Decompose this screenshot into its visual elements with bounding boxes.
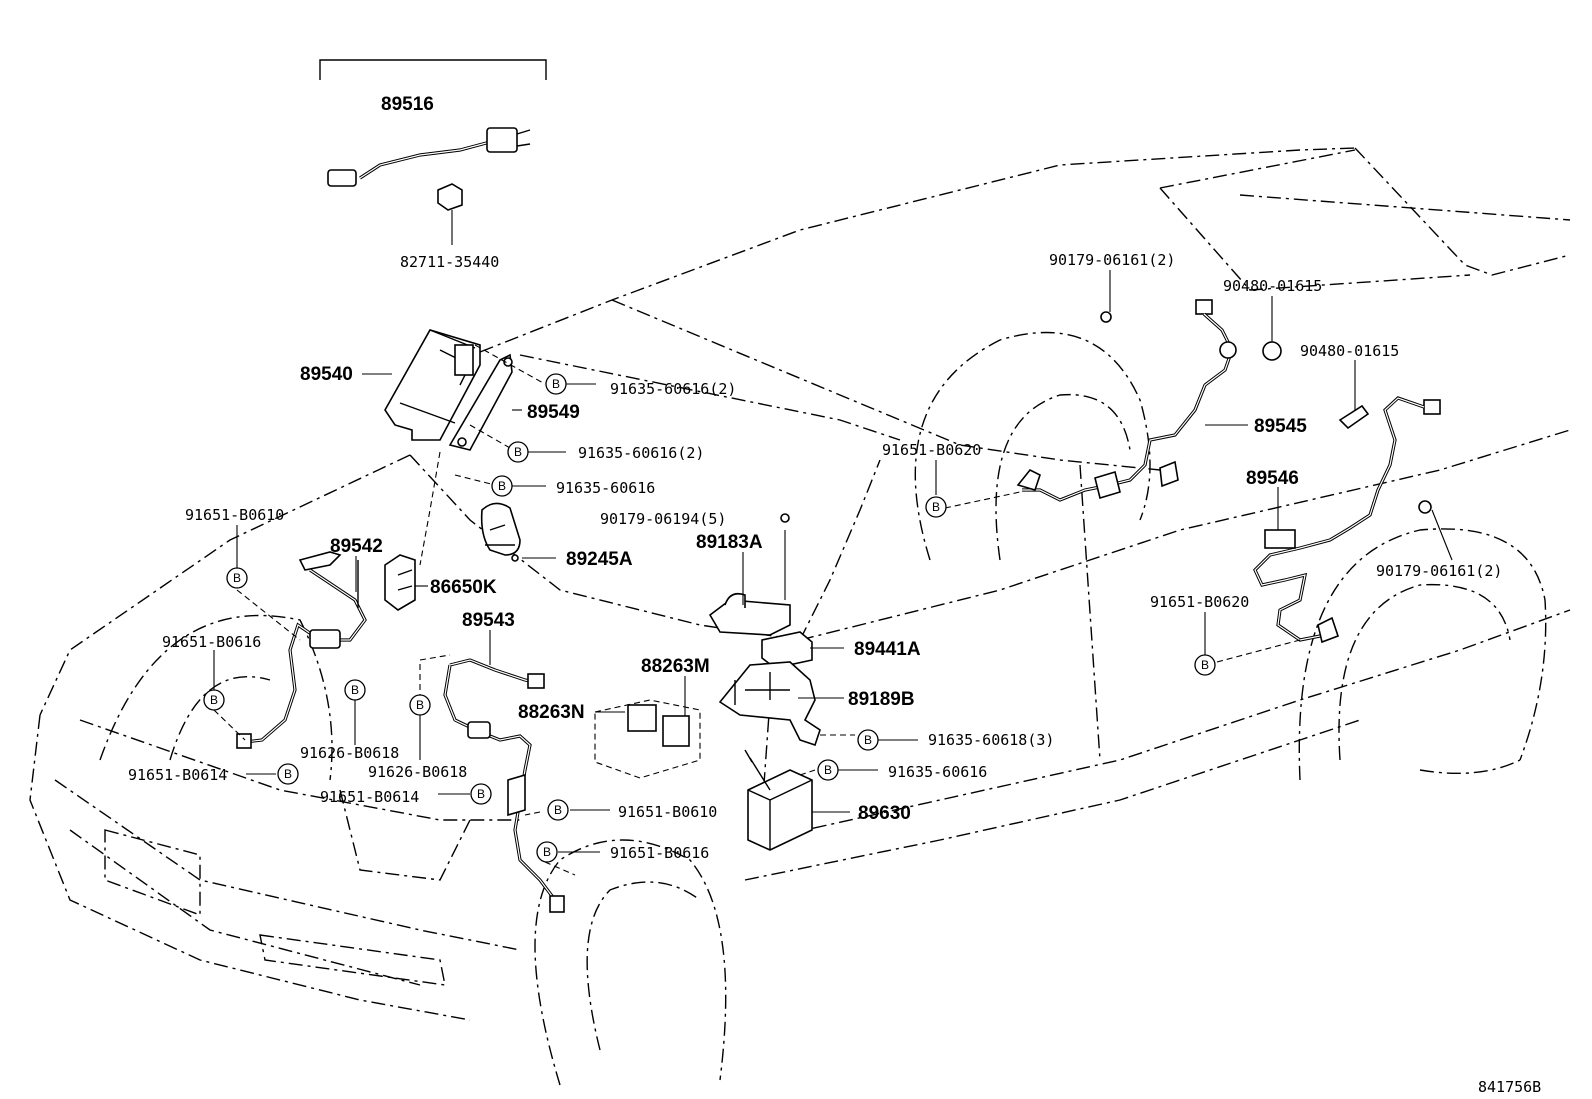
label-91651-B0616-a: 91651-B0616: [162, 633, 261, 651]
label-91651-B0620-b: 91651-B0620: [1150, 593, 1249, 611]
label-89545: 89545: [1254, 416, 1307, 437]
bolt-symbol-icon: B: [545, 373, 567, 395]
label-86650K: 86650K: [430, 577, 497, 598]
label-89543: 89543: [462, 610, 515, 631]
ecu-bracket-89549: [448, 353, 513, 451]
label-89245A: 89245A: [566, 549, 633, 570]
relay-89441a: [761, 631, 813, 669]
ecu-89630: [744, 749, 813, 851]
label-90179-06161-2b: 90179-06161(2): [1376, 562, 1502, 580]
label-89189B: 89189B: [848, 689, 915, 710]
label-91635-60616-2a: 91635-60616(2): [610, 380, 736, 398]
bolt-symbol-icon: B: [203, 689, 225, 711]
label-89540: 89540: [300, 364, 353, 385]
bolt-letter: B: [210, 693, 218, 707]
label-90179-06161-2a: 90179-06161(2): [1049, 251, 1175, 269]
sensor-89245a: [480, 502, 521, 562]
bolt-symbol-icon: B: [226, 567, 248, 589]
leader-lines: [213, 270, 1453, 876]
label-91626-B0618-b: 91626-B0618: [368, 763, 467, 781]
bolt-letter: B: [477, 787, 485, 801]
bolt-symbol-icon: B: [344, 679, 366, 701]
label-91651-B0610-b: 91651-B0610: [618, 803, 717, 821]
bolt-letter: B: [864, 733, 872, 747]
bolt-symbol-icon: B: [925, 496, 947, 518]
label-89441A: 89441A: [854, 639, 921, 660]
label-91651-B0616-b: 91651-B0616: [610, 844, 709, 862]
bolt-symbol-icon: B: [409, 694, 431, 716]
label-88263M: 88263M: [641, 656, 710, 677]
bolt-letter: B: [932, 500, 940, 514]
bracket-89189b: [718, 661, 821, 747]
bolt-symbol-icon: B: [857, 729, 879, 751]
bolt-symbol-icon: B: [507, 441, 529, 463]
label-90480-01615-a: 90480-01615: [1223, 277, 1322, 295]
part-labels: 89516 82711-35440 89540 91635-60616(2) 8…: [128, 94, 1502, 862]
label-90179-06194-5: 90179-06194(5): [600, 510, 726, 528]
bolt-symbol-icon: B: [817, 759, 839, 781]
label-91651-B0610-a: 91651-B0610: [185, 506, 284, 524]
bolt-letter: B: [416, 698, 424, 712]
label-91635-60616-a: 91635-60616: [556, 479, 655, 497]
label-89549: 89549: [527, 402, 580, 423]
bolt-symbol-icon: B: [536, 841, 558, 863]
bolt-symbol-icon: B: [277, 763, 299, 785]
label-89546: 89546: [1246, 468, 1299, 489]
figure-code: 841756B: [1478, 1078, 1541, 1096]
front-left-harness-89542: [236, 551, 367, 749]
bolt-letter: B: [498, 479, 506, 493]
label-91626-B0618-a: 91626-B0618: [300, 744, 399, 762]
bolt-letter: B: [351, 683, 359, 697]
relay-box-88263: [594, 699, 701, 779]
label-90480-01615-b: 90480-01615: [1300, 342, 1399, 360]
rear-left-harness-89545: [1016, 299, 1282, 502]
bolt-symbol-icon: B: [470, 783, 492, 805]
bolt-letter: B: [554, 803, 562, 817]
rear-right-harness-89546: [1253, 396, 1441, 644]
bolt-letter: B: [514, 445, 522, 459]
bolt-letter: B: [543, 845, 551, 859]
front-right-harness-89543: [443, 658, 565, 913]
bracket-86650k: [384, 554, 416, 611]
clip-82711: [437, 183, 463, 245]
car-body-outline: [29, 147, 1571, 1086]
bolt-letter: B: [284, 767, 292, 781]
bolt-letter: B: [552, 377, 560, 391]
bolt-letter: B: [233, 571, 241, 585]
label-91635-60616-2b: 91635-60616(2): [578, 444, 704, 462]
bolt-symbol-icon: B: [1194, 654, 1216, 676]
label-91651-B0614-b: 91651-B0614: [320, 788, 419, 806]
bolt-symbol-icon: B: [547, 799, 569, 821]
label-89516: 89516: [381, 94, 434, 115]
bolt-letter: B: [824, 763, 832, 777]
label-82711-35440: 82711-35440: [400, 253, 499, 271]
label-91651-B0614-a: 91651-B0614: [128, 766, 227, 784]
label-91635-60618-3: 91635-60618(3): [928, 731, 1054, 749]
label-89630: 89630: [858, 803, 911, 824]
bracket-89516: [319, 59, 547, 80]
label-89542: 89542: [330, 536, 383, 557]
bolt-letter: B: [1201, 658, 1209, 672]
abs-ecu-89540: [384, 329, 481, 441]
label-88263N: 88263N: [518, 702, 585, 723]
bolt-symbol-icon: B: [491, 475, 513, 497]
label-91635-60616-b: 91635-60616: [888, 763, 987, 781]
label-89183A: 89183A: [696, 532, 763, 553]
label-91651-B0620-a: 91651-B0620: [882, 441, 981, 459]
sensor-harness-89516: [327, 127, 531, 187]
bolt-callouts: B B B B B B B B B B B B B B B: [203, 373, 1216, 863]
yaw-sensor-89183a: [708, 513, 791, 636]
